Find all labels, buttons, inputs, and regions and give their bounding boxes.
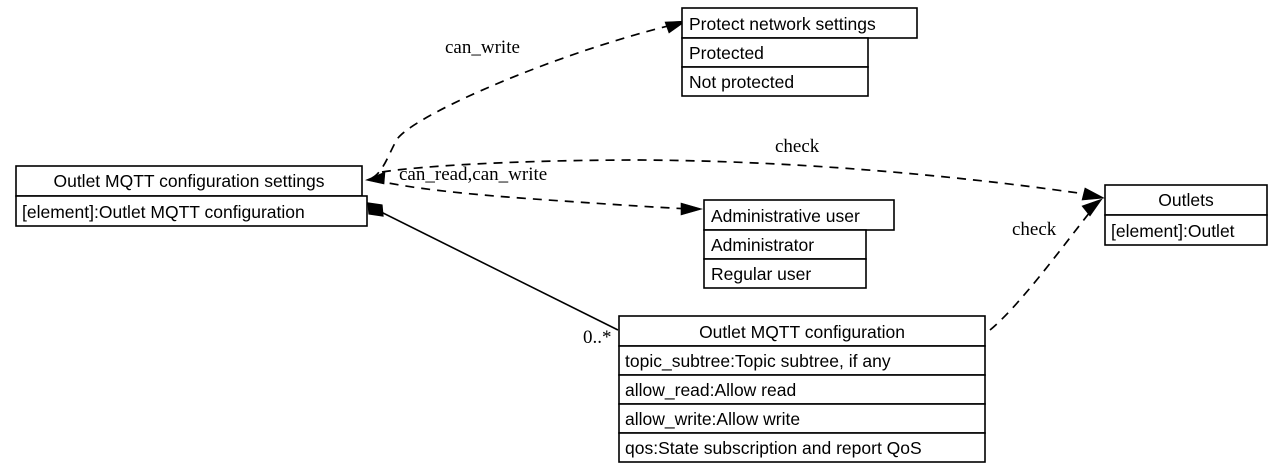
edge-check-settings-outlets-arrowhead [1081,187,1106,201]
edge-check-settings-outlets-line [381,159,1093,196]
edge-check-settings-outlets: check [365,136,1106,201]
edge-composition-line [380,211,619,331]
class-attribute-cell [703,229,867,260]
edge-check-configuration-outlets-arrowhead [1081,198,1103,217]
class-box-outlets[interactable]: Outlets [element]:Outlet [1104,184,1268,246]
class-title-cell [1104,184,1268,216]
class-title-label: Administrative user [711,206,860,226]
composition-diamond-icon [367,202,384,217]
class-attribute-label: allow_write:Allow write [625,409,800,430]
edge-check-settings-outlets-label: check [775,136,820,157]
class-box-outlet-mqtt-configuration-settings[interactable]: Outlet MQTT configuration settings [elem… [15,165,368,227]
edge-check-configuration-outlets-label: check [1012,219,1057,240]
edge-check-configuration-outlets: check [989,198,1103,331]
edge-settings-incoming-arrowhead [365,171,386,185]
class-attribute-cell [1104,214,1268,246]
class-attribute-label: Regular user [711,264,811,284]
edge-can-read-can-write-label: can_read,can_write [399,164,547,185]
class-attribute-label: topic_subtree:Topic subtree, if any [625,351,891,372]
class-attribute-cell [15,195,368,227]
edge-can-write: can_write [371,20,688,179]
class-attribute-label: Protected [689,43,764,63]
class-attribute-cell [618,345,986,376]
class-box-outlet-mqtt-configuration[interactable]: Outlet MQTT configuration topic_subtree:… [618,315,986,463]
class-attribute-cell [618,432,986,463]
class-attribute-cell [681,37,869,68]
class-title-label: Outlet MQTT configuration [699,322,905,342]
class-title-label: Protect network settings [689,14,876,34]
edge-can-read-can-write: can_read,can_write [373,164,704,216]
edge-can-read-can-write-arrowhead [680,202,704,216]
edge-can-write-arrowhead [664,20,688,34]
class-title-label: Outlets [1158,190,1214,210]
class-attribute-cell [681,66,869,97]
class-title-label: Outlet MQTT configuration settings [53,171,324,191]
class-attribute-label: [element]:Outlet [1111,221,1235,241]
class-box-administrative-user[interactable]: Administrative user Administrator Regula… [703,199,895,289]
edge-can-read-can-write-line [373,179,691,210]
class-attribute-label: qos:State subscription and report QoS [625,438,922,458]
edge-composition: 0..* [367,202,619,348]
class-title-cell [15,165,363,197]
class-attribute-label: allow_read:Allow read [625,380,796,401]
edge-composition-multiplicity: 0..* [583,327,612,348]
class-box-protect-network-settings[interactable]: Protect network settings Protected Not p… [681,7,918,97]
class-attribute-label: Not protected [689,72,794,92]
edge-can-write-label: can_write [445,37,520,58]
class-attribute-label: [element]:Outlet MQTT configuration [22,202,305,222]
edge-can-write-line [371,23,677,179]
class-attribute-label: Administrator [711,235,814,255]
class-attribute-cell [703,258,867,289]
